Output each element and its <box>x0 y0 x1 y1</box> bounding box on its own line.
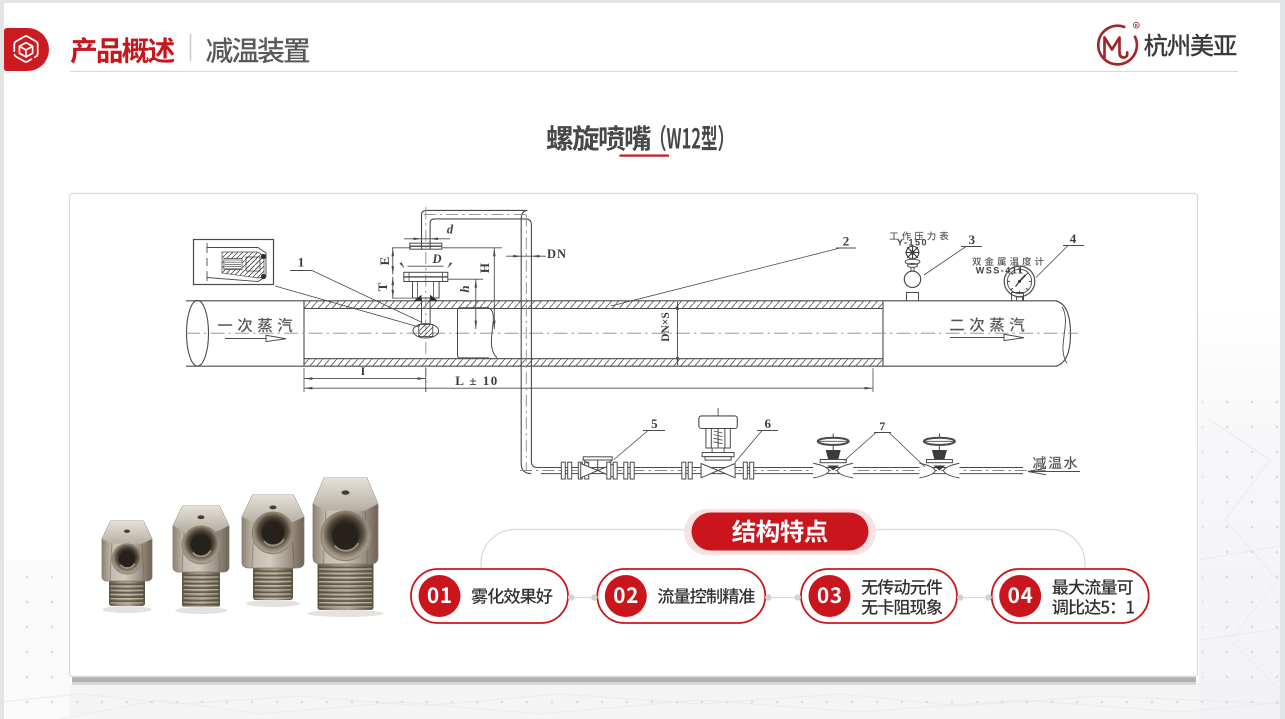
svg-text:3: 3 <box>969 232 976 247</box>
svg-text:2: 2 <box>843 234 850 249</box>
svg-text:H: H <box>477 263 492 273</box>
svg-text:D: D <box>431 252 441 266</box>
svg-text:7: 7 <box>879 419 885 433</box>
svg-text:L ± 10: L ± 10 <box>455 373 499 388</box>
svg-text:E: E <box>377 257 392 266</box>
svg-text:WSS-411: WSS-411 <box>976 266 1025 276</box>
svg-text:I: I <box>361 364 366 378</box>
svg-text:6: 6 <box>764 416 771 431</box>
svg-text:5: 5 <box>651 416 658 431</box>
svg-text:T: T <box>375 282 390 291</box>
svg-text:d: d <box>447 223 454 237</box>
svg-text:DN×S: DN×S <box>660 312 672 342</box>
svg-text:4: 4 <box>1070 231 1077 246</box>
svg-text:DN: DN <box>547 247 567 261</box>
svg-text:h: h <box>457 285 472 292</box>
svg-text:1: 1 <box>298 255 305 270</box>
svg-text:Y-150: Y-150 <box>897 238 928 248</box>
svg-text:R: R <box>1135 23 1138 28</box>
